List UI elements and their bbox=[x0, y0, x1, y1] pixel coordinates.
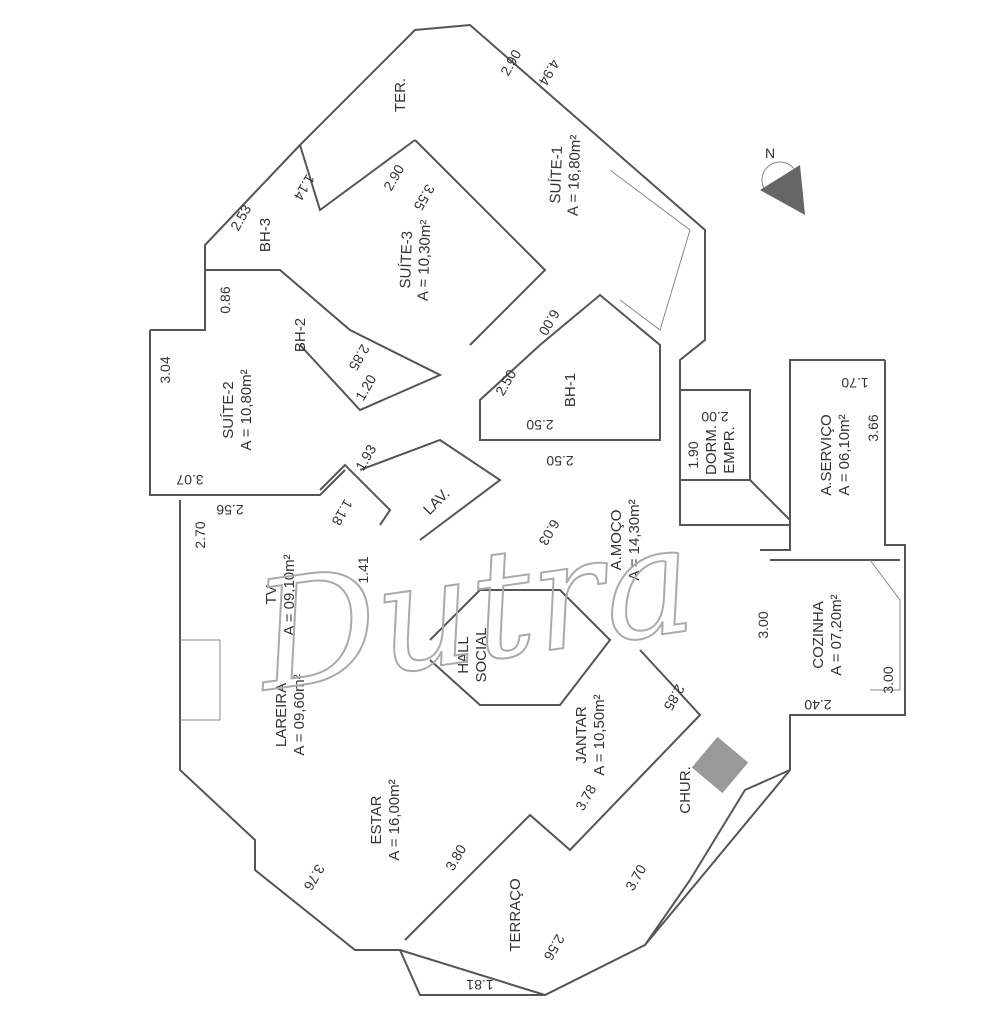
room-name: BH-3 bbox=[257, 218, 274, 252]
dimension: 2.53 bbox=[227, 202, 255, 234]
room-name: TER. bbox=[392, 78, 409, 112]
room-name: TV bbox=[263, 585, 280, 604]
dimension: 3.66 bbox=[865, 414, 881, 441]
room-name: SUÍTE-3 bbox=[397, 231, 416, 289]
room-area: A = 07,20m² bbox=[828, 594, 845, 675]
dimension: 2.56 bbox=[216, 502, 243, 518]
room-area: A = 06,10m² bbox=[836, 414, 853, 495]
room-name: SUÍTE-2 bbox=[220, 381, 237, 439]
dimension: 2.50 bbox=[546, 453, 573, 469]
dimension: 3.55 bbox=[410, 182, 438, 214]
compass: N bbox=[760, 145, 805, 215]
room-name: BH-1 bbox=[562, 373, 579, 407]
dimension: 1.14 bbox=[290, 172, 318, 204]
room-area: A = 09,60m² bbox=[291, 674, 308, 755]
room-area: A = 14,30m² bbox=[626, 499, 643, 580]
room-area: A = 16,80m² bbox=[565, 134, 585, 216]
room-name: SUÍTE-1 bbox=[547, 146, 566, 204]
room-area: A = 09,10m² bbox=[281, 554, 298, 635]
dimension: 4.94 bbox=[535, 57, 563, 89]
dimension: 3.76 bbox=[300, 862, 328, 894]
room-name: LAREIRA bbox=[273, 683, 290, 747]
dimension: 2.70 bbox=[192, 521, 208, 548]
dimension: 2.56 bbox=[540, 932, 568, 964]
dimension: 3.00 bbox=[880, 666, 896, 693]
room-name: A.SERVIÇO bbox=[818, 414, 835, 495]
dimension: 1.81 bbox=[466, 977, 493, 993]
north-arrow-icon bbox=[760, 165, 805, 215]
room-area: A = 10,30m² bbox=[415, 219, 435, 301]
dimension: 2.00 bbox=[701, 409, 728, 425]
dimension: 2.85 bbox=[345, 342, 373, 374]
room-name: LAV. bbox=[420, 485, 453, 518]
walls bbox=[149, 23, 906, 997]
dimension: 1.70 bbox=[841, 375, 868, 391]
dimension: 6.00 bbox=[535, 307, 563, 339]
room-labels: SUÍTE-1A = 16,80m² SUÍTE-3A = 10,30m² SU… bbox=[220, 78, 853, 952]
dimension: 2.85 bbox=[660, 682, 688, 714]
dimension: 3.00 bbox=[755, 611, 771, 638]
grill bbox=[691, 736, 749, 794]
dimension: 2.50 bbox=[526, 417, 553, 433]
room-name: HALL bbox=[455, 636, 472, 674]
dimension: 1.90 bbox=[685, 441, 701, 468]
watermark-logo: Dutra bbox=[243, 492, 704, 726]
room-name: ESTAR bbox=[368, 795, 385, 844]
room-name: COZINHA bbox=[810, 601, 827, 669]
dimension: 3.04 bbox=[157, 356, 173, 383]
room-name: BH-2 bbox=[292, 318, 309, 352]
dimension: 1.20 bbox=[352, 372, 380, 404]
compass-label: N bbox=[765, 145, 775, 161]
dimension: 2.40 bbox=[804, 697, 831, 713]
dimension: 3.70 bbox=[622, 862, 650, 894]
room-name: DORM. bbox=[703, 425, 720, 475]
dimension: 0.86 bbox=[217, 286, 233, 313]
room-area: A = 16,00m² bbox=[386, 779, 403, 860]
room-area: A = 10,80m² bbox=[238, 369, 255, 450]
dimension: 2.90 bbox=[380, 162, 408, 194]
room-name-2: SOCIAL bbox=[473, 627, 490, 682]
dimension: 2.50 bbox=[492, 367, 520, 399]
dimension: 1.41 bbox=[355, 556, 371, 583]
room-name: CHUR. bbox=[677, 766, 694, 814]
dimension: 3.80 bbox=[442, 842, 470, 874]
room-name: A.MOÇO bbox=[608, 510, 625, 571]
dimension: 3.78 bbox=[572, 782, 600, 814]
room-name: TERRAÇO bbox=[507, 878, 524, 951]
dimension: 1.18 bbox=[328, 497, 356, 529]
room-name-2: EMPR. bbox=[721, 426, 738, 474]
room-name: JANTAR bbox=[573, 706, 590, 763]
dimension: 3.07 bbox=[176, 472, 203, 488]
room-area: A = 10,50m² bbox=[591, 694, 608, 775]
dimension: 1.93 bbox=[352, 442, 380, 474]
